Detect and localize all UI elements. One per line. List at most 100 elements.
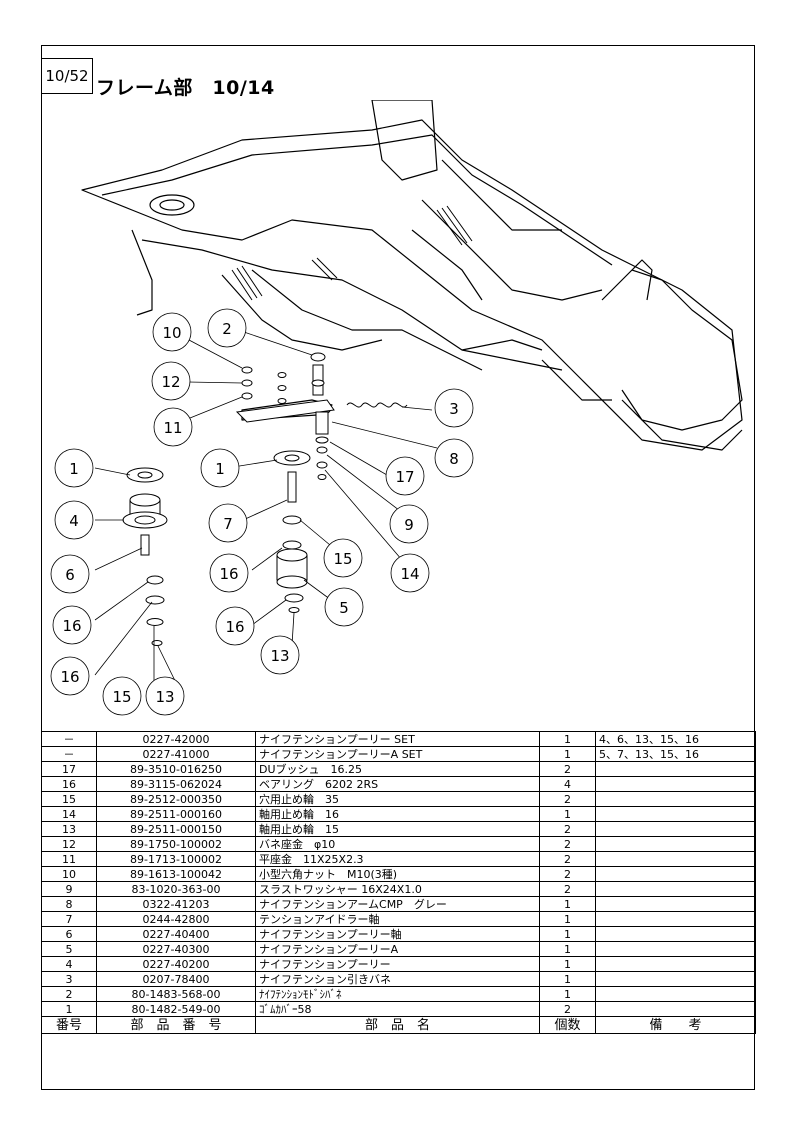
- cell-qty: 1: [539, 986, 596, 1002]
- svg-text:5: 5: [339, 599, 349, 617]
- cell-remarks: [595, 896, 756, 912]
- parts-table-header: 番号 部 品 番 号 部 品 名 個数 備 考: [41, 1016, 756, 1034]
- callout-6: 6: [50, 554, 90, 594]
- cell-qty: 2: [539, 836, 596, 852]
- callout-10: 10: [152, 312, 192, 352]
- cell-remarks: [595, 866, 756, 882]
- svg-text:15: 15: [333, 550, 352, 568]
- callout-12: 12: [151, 361, 191, 401]
- cell-name: バネ座金 φ10: [255, 836, 540, 852]
- svg-text:13: 13: [155, 688, 174, 706]
- svg-text:8: 8: [449, 450, 459, 468]
- cell-qty: 2: [539, 791, 596, 807]
- cell-part-number: 0227-40300: [96, 941, 256, 957]
- callout-2: 2: [207, 308, 247, 348]
- cell-name: ナイフテンション引きバネ: [255, 971, 540, 987]
- header-part-number: 部 品 番 号: [96, 1016, 256, 1034]
- callout-4: 4: [54, 500, 94, 540]
- cell-remarks: [595, 836, 756, 852]
- cell-qty: 2: [539, 821, 596, 837]
- cell-remarks: [595, 761, 756, 777]
- cell-qty: 1: [539, 896, 596, 912]
- cell-remarks: 4、6、13、15、16: [595, 731, 756, 747]
- cell-remarks: [595, 776, 756, 792]
- cell-name: ｺﾞﾑｶﾊﾞｰ58: [255, 1001, 540, 1017]
- cell-part-number: 80-1482-549-00: [96, 1001, 256, 1017]
- callout-8: 8: [434, 438, 474, 478]
- cell-remarks: [595, 926, 756, 942]
- callout-11: 11: [153, 407, 193, 447]
- cell-no: 10: [41, 866, 97, 882]
- cell-remarks: [595, 986, 756, 1002]
- cell-name: ﾅｲﾌﾃﾝｼｮﾝﾓﾄﾞｼﾊﾞﾈ: [255, 986, 540, 1002]
- callout-9: 9: [389, 504, 429, 544]
- cell-part-number: 0207-78400: [96, 971, 256, 987]
- cell-no: －: [41, 731, 97, 747]
- cell-qty: 1: [539, 941, 596, 957]
- cell-part-number: 0227-42000: [96, 731, 256, 747]
- exploded-parts: [122, 352, 408, 646]
- callout-1-left: 1: [54, 448, 94, 488]
- svg-text:16: 16: [225, 618, 244, 636]
- svg-text:2: 2: [222, 320, 232, 338]
- cell-no: 15: [41, 791, 97, 807]
- cell-name: 平座金 11X25X2.3: [255, 851, 540, 867]
- callout-1-middle: 1: [200, 448, 240, 488]
- cell-no: 8: [41, 896, 97, 912]
- cell-no: 7: [41, 911, 97, 927]
- header-remarks: 備 考: [595, 1016, 756, 1034]
- cell-remarks: 5、7、13、15、16: [595, 746, 756, 762]
- cell-qty: 1: [539, 746, 596, 762]
- svg-text:11: 11: [163, 419, 182, 437]
- cell-part-number: 0227-40400: [96, 926, 256, 942]
- callout-16-middle-bottom: 16: [215, 606, 255, 646]
- cell-part-number: 89-2512-000350: [96, 791, 256, 807]
- cell-qty: 2: [539, 761, 596, 777]
- cell-no: 5: [41, 941, 97, 957]
- cell-remarks: [595, 881, 756, 897]
- callout-7: 7: [208, 503, 248, 543]
- cell-part-number: 89-1613-100042: [96, 866, 256, 882]
- cell-name: 軸用止め輪 16: [255, 806, 540, 822]
- callout-16-left-top: 16: [52, 605, 92, 645]
- cell-remarks: [595, 941, 756, 957]
- header-name: 部 品 名: [255, 1016, 540, 1034]
- cell-part-number: 0227-40200: [96, 956, 256, 972]
- cell-no: 2: [41, 986, 97, 1002]
- cell-no: 6: [41, 926, 97, 942]
- cell-no: 14: [41, 806, 97, 822]
- header-no: 番号: [41, 1016, 97, 1034]
- svg-text:1: 1: [215, 460, 225, 478]
- cell-no: 9: [41, 881, 97, 897]
- page-number-box: 10/52: [41, 58, 93, 94]
- cell-part-number: 80-1483-568-00: [96, 986, 256, 1002]
- svg-text:9: 9: [404, 516, 414, 534]
- cell-part-number: 0322-41203: [96, 896, 256, 912]
- cell-no: 17: [41, 761, 97, 777]
- header-qty: 個数: [539, 1016, 596, 1034]
- cell-no: 16: [41, 776, 97, 792]
- page-title: フレーム部 10/14: [96, 77, 275, 99]
- cell-name: ナイフテンションプーリー SET: [255, 731, 540, 747]
- svg-text:3: 3: [449, 400, 459, 418]
- cell-qty: 1: [539, 806, 596, 822]
- svg-text:16: 16: [62, 617, 81, 635]
- callout-15-middle: 15: [323, 538, 363, 578]
- cell-qty: 1: [539, 731, 596, 747]
- cell-remarks: [595, 791, 756, 807]
- cell-qty: 2: [539, 866, 596, 882]
- cell-remarks: [595, 911, 756, 927]
